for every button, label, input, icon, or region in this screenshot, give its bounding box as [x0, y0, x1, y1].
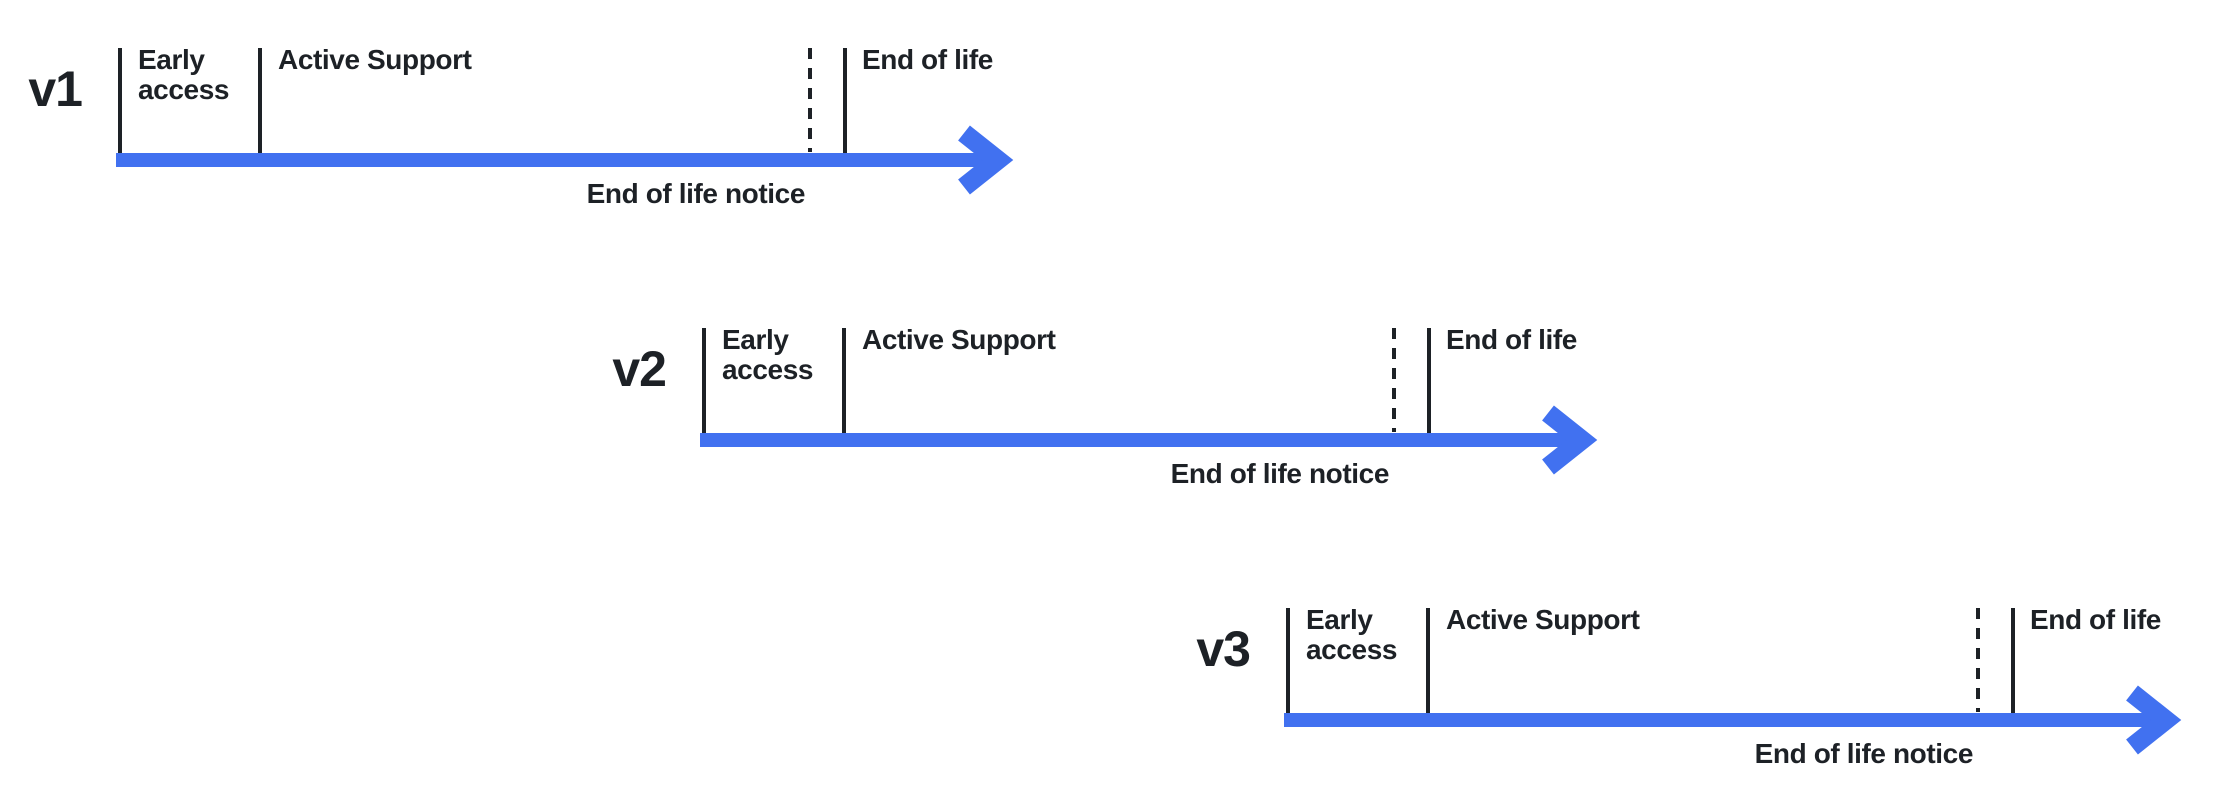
version-label: v3	[1196, 621, 1251, 677]
stage-label-end-of-life: End of life	[862, 44, 993, 75]
stage-label-active-support: Active Support	[862, 324, 1056, 355]
stage-label-end-of-life: End of life	[1446, 324, 1577, 355]
stage-label-early-access: Early access	[138, 44, 230, 105]
stage-label-early-access: Early access	[1306, 604, 1398, 665]
label-end-of-life-notice: End of life notice	[586, 178, 806, 209]
arrowhead-icon	[2126, 685, 2182, 755]
timeline-v3: v3 Early access Active Support End of li…	[1196, 604, 2228, 783]
early-access-start-tick	[118, 48, 122, 153]
active-support-start-tick	[842, 328, 846, 433]
stage-label-active-support: Active Support	[1446, 604, 1640, 635]
timeline-bar	[1284, 713, 2168, 727]
eol-notice-dashed-tick	[808, 48, 812, 152]
version-label: v1	[28, 61, 83, 117]
label-end-of-life-notice: End of life notice	[1170, 458, 1390, 489]
stage-label-early-access: Early access	[722, 324, 814, 385]
timeline-v1: v1 Early access Active Support End of li…	[28, 44, 1078, 223]
timeline-v2: v2 Early access Active Support End of li…	[612, 324, 1662, 503]
early-access-start-tick	[702, 328, 706, 433]
eol-notice-dashed-tick	[1976, 608, 1980, 712]
end-of-life-tick	[2011, 608, 2015, 713]
timeline-bar	[700, 433, 1584, 447]
label-end-of-life-notice: End of life notice	[1754, 738, 1974, 769]
stage-label-active-support: Active Support	[278, 44, 472, 75]
active-support-start-tick	[258, 48, 262, 153]
end-of-life-tick	[1427, 328, 1431, 433]
timeline-bar	[116, 153, 1000, 167]
eol-notice-dashed-tick	[1392, 328, 1396, 432]
version-label: v2	[612, 341, 667, 397]
arrowhead-icon	[958, 125, 1014, 195]
stage-label-end-of-life: End of life	[2030, 604, 2161, 635]
early-access-start-tick	[1286, 608, 1290, 713]
arrowhead-icon	[1542, 405, 1598, 475]
active-support-start-tick	[1426, 608, 1430, 713]
end-of-life-tick	[843, 48, 847, 153]
